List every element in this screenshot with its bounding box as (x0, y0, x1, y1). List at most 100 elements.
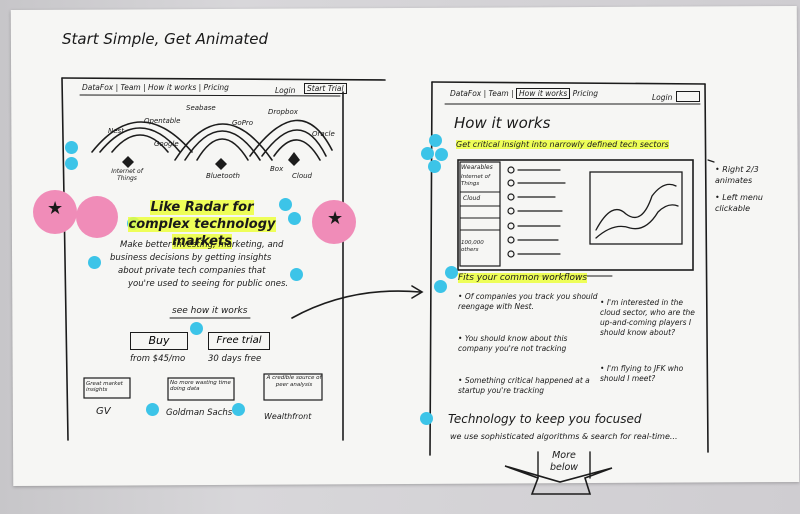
radar-arc (273, 139, 321, 161)
quote-box (167, 377, 235, 401)
nav-brand[interactable]: DataFox (82, 83, 114, 92)
nav-brand[interactable]: DataFox (450, 89, 482, 98)
blue-dot (146, 403, 159, 416)
radar-arc (184, 130, 261, 161)
app-box (457, 159, 694, 271)
buy-price: from $45/mo (130, 354, 186, 364)
menu-item-iot[interactable]: Internet of Things (461, 174, 490, 187)
free-trial-button[interactable]: Free trial (208, 332, 270, 350)
blue-dot (445, 266, 458, 279)
radar-label: Oracle (312, 130, 335, 138)
nav-login[interactable]: Login (275, 86, 296, 95)
testimonial-quote: Great market insights (86, 381, 123, 393)
subtext-line: business decisions by getting insights (110, 253, 272, 263)
tech-title: Technology to keep you focused (448, 412, 642, 426)
radar-arc (174, 123, 273, 161)
blue-dot (88, 256, 101, 269)
more-below-arrow (504, 465, 613, 495)
radar-label: Cloud (292, 172, 312, 180)
blue-dot (434, 280, 447, 293)
side-note: • Left menu clickable (715, 193, 763, 213)
radar-label: Box (270, 165, 284, 173)
left-headline: Like Radar for complex technology market… (128, 200, 276, 249)
blue-dot (288, 212, 301, 225)
menu-item-cloud[interactable]: Cloud (463, 195, 481, 202)
radar-arc (91, 121, 193, 153)
testimonial-quote: A credible source of peer analysis (266, 375, 322, 388)
testimonial-quote: No more wasting time doing data (170, 380, 231, 392)
pink-sticker (33, 190, 77, 234)
right-subtitle: Get critical insight into narrowly defin… (456, 140, 669, 149)
nav-how[interactable]: How it works (148, 83, 197, 92)
left-frame-top (61, 77, 386, 81)
right-frame-top (431, 81, 706, 85)
quote-box (263, 373, 323, 401)
star-icon: ★ (327, 208, 344, 229)
pink-sticker (76, 196, 118, 238)
nav-team[interactable]: Team (120, 83, 141, 92)
right-title: How it works (454, 114, 551, 132)
radar-marker (288, 152, 300, 166)
nav-pricing[interactable]: Pricing (203, 83, 229, 92)
subtext-line: Make better investing, marketing, and (120, 240, 284, 250)
radar-label: Google (154, 140, 179, 148)
radar-arc (111, 134, 169, 153)
more-below-label[interactable]: More below (549, 450, 579, 473)
flow-arrow (291, 290, 421, 319)
workflows-title: Fits your common workflows (458, 273, 588, 283)
radar-marker (215, 158, 227, 170)
menu-item-others[interactable]: 100,000 others (461, 240, 484, 253)
nav-pricing[interactable]: Pricing (572, 89, 599, 98)
radar-label: Opentable (144, 117, 181, 125)
quote-box (83, 377, 131, 399)
nav-button-blank[interactable] (676, 91, 700, 102)
pink-sticker (312, 200, 356, 244)
menu-item-wearables[interactable]: Wearables (461, 164, 493, 171)
nav-how[interactable]: How it works (516, 88, 571, 99)
radar-arc (249, 119, 333, 157)
workflow-bullet: • Something critical happened at a start… (458, 376, 590, 395)
nav-start-trial[interactable]: Start Trial (304, 83, 347, 94)
app-menu-box (459, 161, 501, 267)
blue-dot (421, 147, 434, 160)
right-nav: DataFox | Team | How it works Pricing (450, 88, 599, 99)
nav-team[interactable]: Team (488, 89, 509, 98)
radar-label: Nest (108, 127, 124, 135)
blue-dot (428, 160, 441, 173)
radar-arc (261, 129, 327, 157)
star-icon: ★ (47, 198, 64, 219)
blue-dot (435, 148, 448, 161)
blue-dot (290, 268, 303, 281)
workflow-bullet: • I'm interested in the cloud sector, wh… (600, 298, 695, 337)
side-note: • Right 2/3 animates (715, 165, 759, 185)
radar-label: GoPro (232, 119, 254, 127)
tech-subtitle: we use sophisticated algorithms & search… (450, 432, 678, 441)
blue-dot (279, 198, 292, 211)
radar-label: Seabase (186, 104, 216, 112)
trial-terms: 30 days free (208, 354, 262, 364)
workflow-bullet: • Of companies you track you should reen… (458, 292, 598, 311)
blue-dot (429, 134, 442, 147)
see-how-link[interactable]: see how it works (172, 306, 248, 316)
radar-marker (122, 156, 134, 168)
mini-chart (589, 171, 683, 245)
buy-button[interactable]: Buy (130, 332, 188, 350)
blue-dot (420, 412, 433, 425)
testimonial-company: GV (96, 406, 111, 417)
radar-label: Dropbox (268, 108, 298, 116)
page-title: Start Simple, Get Animated (62, 30, 269, 48)
blue-dot (65, 141, 78, 154)
blue-dot (65, 157, 78, 170)
radar-arc (99, 127, 181, 153)
blue-dot (190, 322, 203, 335)
subtext-line: about private tech companies that (118, 266, 266, 276)
left-nav: DataFox | Team | How it works | Pricing (82, 83, 229, 92)
radar-label: Internet of Things (111, 168, 143, 182)
left-frame-left (61, 77, 69, 441)
workflow-bullet: • You should know about this company you… (458, 334, 568, 353)
testimonial-company: Goldman Sachs (166, 408, 233, 418)
right-frame-right (704, 83, 709, 453)
nav-login[interactable]: Login (652, 93, 673, 102)
